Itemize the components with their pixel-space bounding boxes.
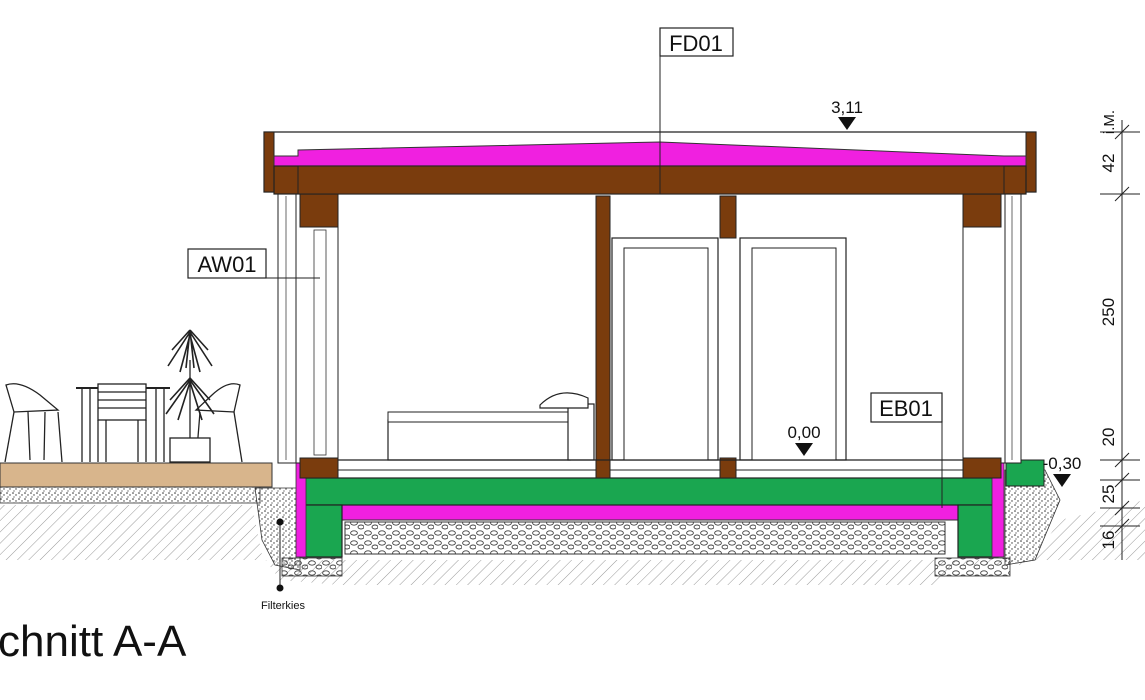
dim-insulation: 16 [1099, 531, 1118, 550]
ground [0, 462, 1145, 585]
level-floor: 0,00 [787, 423, 820, 442]
floor-tag: EB01 [879, 396, 933, 421]
tags: FD01 AW01 EB01 [187, 27, 943, 508]
level-ground: -0,30 [1043, 454, 1082, 473]
door-1 [611, 237, 719, 461]
roof-fascia-right [1025, 131, 1037, 193]
gravel-annotation: Filterkies [261, 518, 306, 612]
level-roof-marker [838, 117, 856, 130]
dim-slab: 25 [1099, 485, 1118, 504]
wall-sill-right [962, 457, 1002, 479]
wall-left-cladding [277, 192, 297, 464]
roof-tag-box [659, 27, 734, 57]
interior [338, 195, 963, 479]
gravel-bed [344, 521, 946, 555]
dim-roof-mean: i.M. [1101, 110, 1118, 134]
wall-sill-left [299, 457, 339, 479]
roof-fascia-left [263, 131, 275, 193]
terrace-furniture [4, 329, 243, 463]
potted-plant [165, 329, 215, 463]
chair-middle [97, 383, 147, 462]
level-markers: 3,11 0,00 -0,30 [787, 98, 1081, 487]
dimension-labels: 42 i.M. 250 20 25 16 [1099, 110, 1118, 550]
floor-tag-box [870, 392, 943, 423]
wall-right-core [962, 192, 1006, 464]
foundation-gravel-right [934, 557, 1011, 577]
dim-room-height: 250 [1099, 298, 1118, 326]
bed [387, 392, 595, 461]
wall-top-plate-right [962, 192, 1002, 228]
wall-tag-box [187, 248, 267, 279]
slab-insulation [339, 504, 961, 521]
wall-top-plate-left [299, 192, 339, 228]
interior-post-2-base [719, 457, 737, 479]
interior-post-1 [595, 195, 611, 479]
foundation-gravel-left [281, 557, 343, 577]
floor-slab [295, 459, 1045, 558]
terrace-deck [0, 462, 273, 488]
level-ground-marker [1053, 474, 1071, 487]
door-2 [739, 237, 847, 461]
wall-right-cladding [1004, 192, 1022, 464]
interior-post-2-top [719, 195, 737, 239]
table [76, 387, 170, 462]
level-roof-top: 3,11 [831, 98, 863, 117]
gravel-label: Filterkies [261, 600, 306, 612]
dim-floor-build-up: 20 [1099, 428, 1118, 447]
foundation-left [299, 504, 343, 558]
dimension-chain [1100, 120, 1140, 560]
slab-main [299, 477, 996, 506]
terrace-gravel-bed [0, 486, 261, 504]
section-title: chnitt A-A [0, 617, 187, 666]
level-floor-marker [795, 443, 813, 456]
chair-left [4, 383, 63, 463]
wall-tag: AW01 [197, 252, 256, 277]
perimeter-step [1005, 459, 1045, 487]
dim-roof-thickness: 42 [1099, 154, 1118, 173]
foundation-right [957, 504, 999, 558]
roof-tag: FD01 [669, 31, 723, 56]
exterior-walls [277, 192, 1022, 479]
roof [263, 131, 1037, 195]
